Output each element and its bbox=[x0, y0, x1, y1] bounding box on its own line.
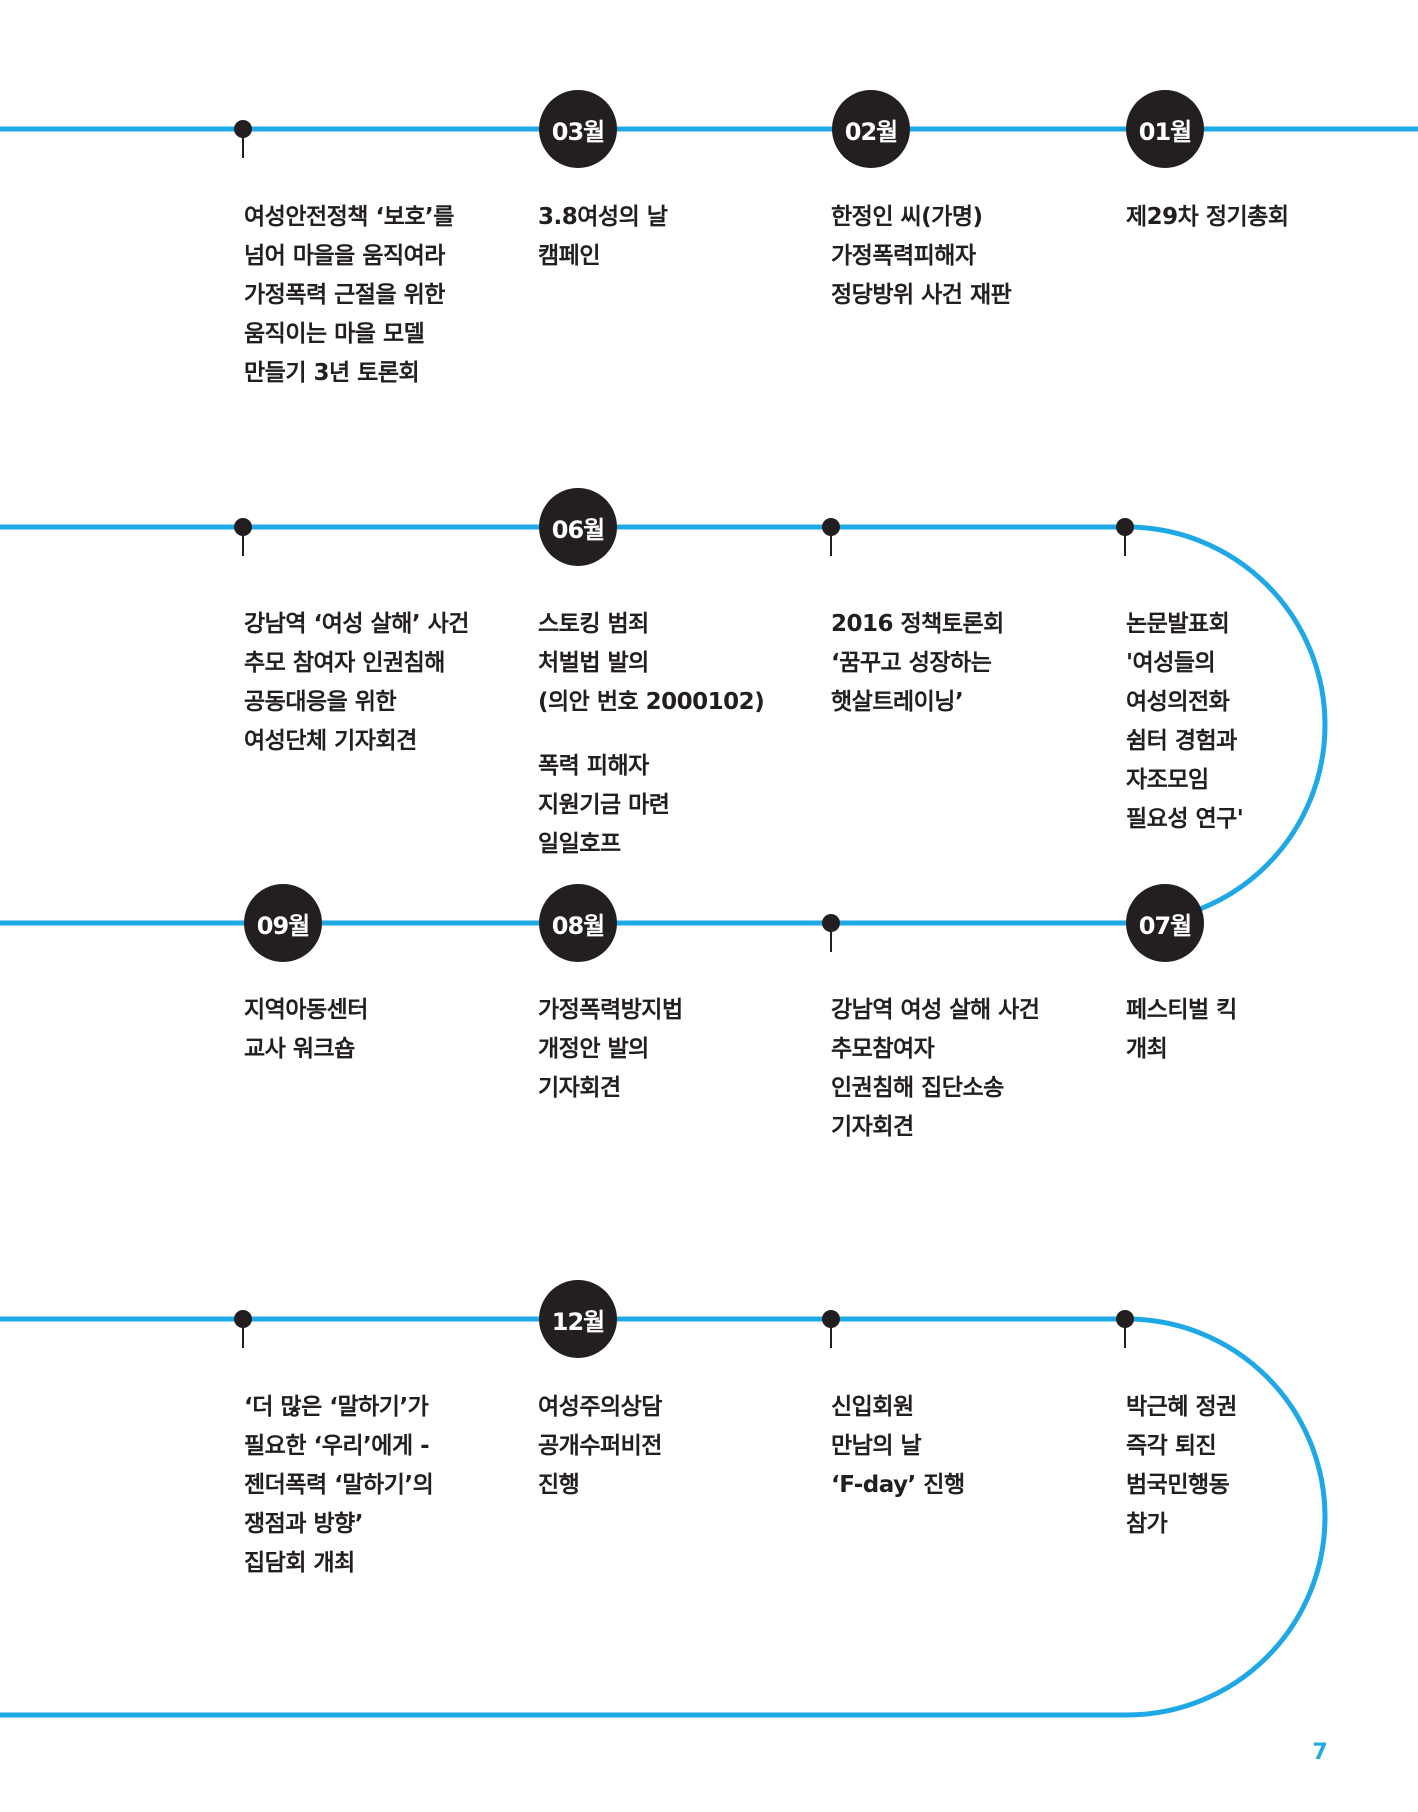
event-line: 자조모임 bbox=[1126, 767, 1209, 793]
event-line: 개정안 발의 bbox=[538, 1036, 649, 1062]
event-line: 만들기 3년 토론회 bbox=[244, 360, 420, 386]
event-text: 3.8여성의 날 캠페인 bbox=[538, 198, 668, 276]
event-line: 3.8여성의 날 bbox=[538, 204, 668, 230]
event-line: ‘꿈꾸고 성장하는 bbox=[831, 650, 992, 676]
event-line: ‘더 많은 ‘말하기’가 bbox=[244, 1394, 429, 1420]
event-line: 신입회원 bbox=[831, 1394, 914, 1420]
event-text: 강남역 ‘여성 살해’ 사건 추모 참여자 인권침해 공동대응을 위한 여성단체… bbox=[244, 605, 469, 761]
event-text: 신입회원 만남의 날 ‘F-day’ 진행 bbox=[831, 1388, 965, 1505]
event-line: 추모참여자 bbox=[831, 1036, 935, 1062]
timeline-pin bbox=[234, 518, 252, 556]
event-line: 공동대응을 위한 bbox=[244, 689, 397, 715]
event-line: 제29차 정기총회 bbox=[1126, 204, 1289, 230]
event-line: 추모 참여자 인권침해 bbox=[244, 650, 445, 676]
event-line: 즉각 퇴진 bbox=[1126, 1433, 1217, 1459]
event-line: 박근혜 정권 bbox=[1126, 1394, 1237, 1420]
timeline-pin bbox=[822, 1310, 840, 1348]
event-line: 지원기금 마련 bbox=[538, 792, 670, 818]
month-badge-09: 09월 bbox=[244, 884, 322, 962]
event-line: 기자회견 bbox=[538, 1075, 621, 1101]
event-line: '여성들의 bbox=[1126, 650, 1216, 676]
timeline-pin bbox=[1116, 518, 1134, 556]
event-line: 젠더폭력 ‘말하기’의 bbox=[244, 1472, 434, 1498]
event-line: 페스티벌 킥 bbox=[1126, 997, 1237, 1023]
event-line: 일일호프 bbox=[538, 831, 621, 857]
event-line: 교사 워크숍 bbox=[244, 1036, 355, 1062]
event-text: 스토킹 범죄 처벌법 발의 (의안 번호 2000102) 폭력 피해자 지원기… bbox=[538, 605, 765, 864]
event-text: 논문발표회 '여성들의 여성의전화 쉼터 경험과 자조모임 필요성 연구' bbox=[1126, 605, 1244, 839]
month-badge-03: 03월 bbox=[539, 90, 617, 168]
event-line: 폭력 피해자 bbox=[538, 753, 649, 779]
event-line: 넘어 마을을 움직여라 bbox=[244, 243, 445, 269]
month-badge-01: 01월 bbox=[1126, 90, 1204, 168]
event-line: 움직이는 마을 모델 bbox=[244, 321, 425, 347]
event-line: 가정폭력방지법 bbox=[538, 997, 683, 1023]
month-badge-02: 02월 bbox=[832, 90, 910, 168]
event-line: 쉼터 경험과 bbox=[1126, 728, 1237, 754]
month-badge-06: 06월 bbox=[539, 488, 617, 566]
event-text: 가정폭력방지법 개정안 발의 기자회견 bbox=[538, 991, 683, 1108]
event-text: 강남역 여성 살해 사건 추모참여자 인권침해 집단소송 기자회견 bbox=[831, 991, 1040, 1147]
event-line: 쟁점과 방향’ bbox=[244, 1511, 364, 1537]
event-gap bbox=[538, 722, 764, 747]
event-line: 기자회견 bbox=[831, 1114, 914, 1140]
event-line: 여성주의상담 bbox=[538, 1394, 662, 1420]
timeline-pin bbox=[822, 518, 840, 556]
event-line: 스토킹 범죄 bbox=[538, 611, 649, 637]
timeline-curve-right-1 bbox=[1126, 524, 1328, 926]
event-line: 캠페인 bbox=[538, 243, 600, 269]
event-line: 논문발표회 bbox=[1126, 611, 1230, 637]
event-line: 강남역 여성 살해 사건 bbox=[831, 997, 1040, 1023]
event-line: 한정인 씨(가명) bbox=[831, 204, 983, 230]
timeline-curve-right-2 bbox=[1126, 1316, 1328, 1718]
month-badge-07: 07월 bbox=[1126, 884, 1204, 962]
event-text: 여성안전정책 ‘보호’를 넘어 마을을 움직여라 가정폭력 근절을 위한 움직이… bbox=[244, 198, 454, 393]
page-number: 7 bbox=[1312, 1740, 1328, 1765]
event-line: 공개수퍼비전 bbox=[538, 1433, 662, 1459]
event-line: ‘F-day’ 진행 bbox=[831, 1472, 965, 1498]
event-line: 햇살트레이닝’ bbox=[831, 689, 964, 715]
timeline-pin bbox=[234, 1310, 252, 1348]
event-line: 강남역 ‘여성 살해’ 사건 bbox=[244, 611, 469, 637]
event-line: 개최 bbox=[1126, 1036, 1168, 1062]
event-line: (의안 번호 2000102) bbox=[538, 689, 765, 715]
timeline-pin bbox=[1116, 1310, 1134, 1348]
event-line: 가정폭력 근절을 위한 bbox=[244, 282, 445, 308]
event-text: 제29차 정기총회 bbox=[1126, 198, 1289, 237]
event-text: 지역아동센터 교사 워크숍 bbox=[244, 991, 368, 1069]
timeline-pin bbox=[234, 120, 252, 158]
event-line: 인권침해 집단소송 bbox=[831, 1075, 1004, 1101]
event-line: 가정폭력피해자 bbox=[831, 243, 976, 269]
event-line: 필요성 연구' bbox=[1126, 806, 1244, 832]
event-line: 지역아동센터 bbox=[244, 997, 368, 1023]
event-text: 2016 정책토론회 ‘꿈꾸고 성장하는 햇살트레이닝’ bbox=[831, 605, 1004, 722]
event-line: 필요한 ‘우리’에게 - bbox=[244, 1433, 430, 1459]
event-text: 페스티벌 킥 개최 bbox=[1126, 991, 1237, 1069]
event-line: 집담회 개최 bbox=[244, 1550, 355, 1576]
event-line: 만남의 날 bbox=[831, 1433, 922, 1459]
event-text: 박근혜 정권 즉각 퇴진 범국민행동 참가 bbox=[1126, 1388, 1237, 1544]
event-line: 참가 bbox=[1126, 1511, 1168, 1537]
event-line: 정당방위 사건 재판 bbox=[831, 282, 1012, 308]
event-line: 처벌법 발의 bbox=[538, 650, 649, 676]
event-line: 진행 bbox=[538, 1472, 580, 1498]
month-badge-08: 08월 bbox=[539, 884, 617, 962]
event-line: 여성단체 기자회견 bbox=[244, 728, 417, 754]
event-line: 여성의전화 bbox=[1126, 689, 1230, 715]
event-line: 범국민행동 bbox=[1126, 1472, 1230, 1498]
event-text: 한정인 씨(가명) 가정폭력피해자 정당방위 사건 재판 bbox=[831, 198, 1012, 315]
event-line: 2016 정책토론회 bbox=[831, 611, 1004, 637]
event-line: 여성안전정책 ‘보호’를 bbox=[244, 204, 454, 230]
event-text: 여성주의상담 공개수퍼비전 진행 bbox=[538, 1388, 662, 1505]
event-text: ‘더 많은 ‘말하기’가 필요한 ‘우리’에게 - 젠더폭력 ‘말하기’의 쟁점… bbox=[244, 1388, 434, 1583]
month-badge-12: 12월 bbox=[539, 1280, 617, 1358]
timeline-pin bbox=[822, 914, 840, 952]
